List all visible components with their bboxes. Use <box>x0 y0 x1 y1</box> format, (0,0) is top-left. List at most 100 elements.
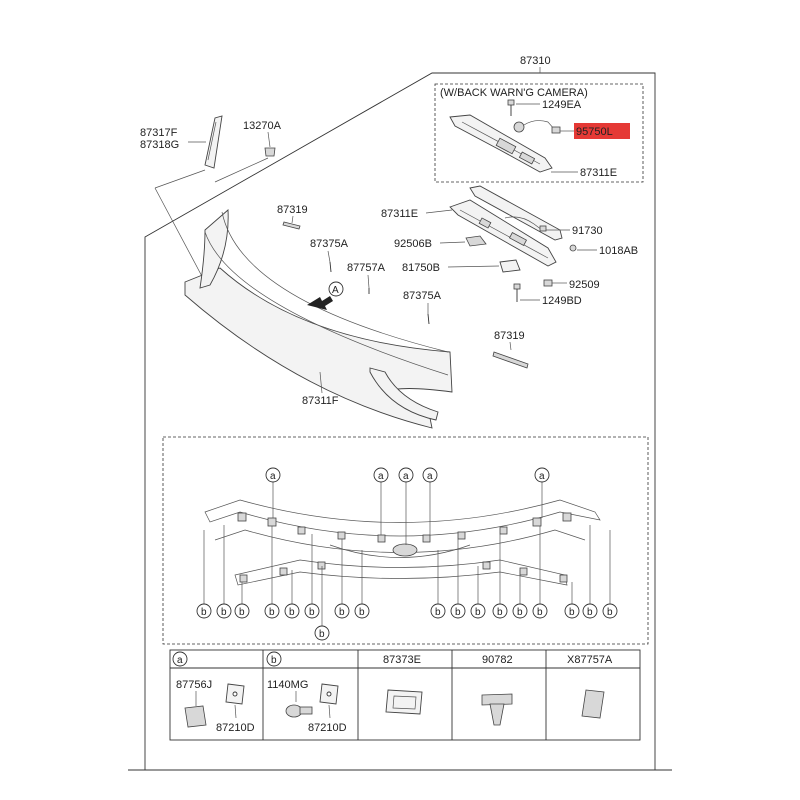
label-91730: 91730 <box>572 225 603 237</box>
legend-table <box>169 649 641 741</box>
clip-b-circle-6 <box>304 603 320 619</box>
clip-b-circle-1 <box>196 603 212 619</box>
clip-b-letter-6: b <box>309 607 315 618</box>
header-b-circle <box>266 651 282 667</box>
clip-b-letter-9: b <box>359 607 365 618</box>
label-87319-upper: 87319 <box>277 204 308 216</box>
view-a-marker <box>328 281 344 297</box>
label-1018ab: 1018AB <box>599 245 638 257</box>
clip-a-letter-1: a <box>270 471 276 482</box>
tailgate-garnish-87311f <box>184 209 453 429</box>
cell-b-part-1: 1140MG <box>267 679 308 691</box>
leader-87375a-upper <box>327 250 331 263</box>
bolt-1249ea <box>507 99 515 116</box>
clip-87375a-upper <box>329 261 332 273</box>
clip-b-circle-8 <box>334 603 350 619</box>
cell-a-part-2: 87210D <box>216 722 255 734</box>
label-87318g: 87318G <box>140 139 179 151</box>
label-87317f: 87317F <box>140 127 178 139</box>
lamp-92506b <box>465 235 487 247</box>
clip-b-circle-5 <box>284 603 300 619</box>
harness-91730 <box>504 216 547 232</box>
header-87373e: 87373E <box>383 654 421 666</box>
clip-b-circle-17 <box>582 603 598 619</box>
label-87311e-b: 87311E <box>381 208 418 220</box>
clip-b-letter-7: b <box>319 629 325 640</box>
cell-b-part-2: 87210D <box>308 722 347 734</box>
header-x87757a: X87757A <box>567 654 613 666</box>
clip-b-letter-12: b <box>475 607 481 618</box>
clip-b-letter-2: b <box>221 607 227 618</box>
label-13270a: 13270A <box>243 120 282 132</box>
label-92509: 92509 <box>569 279 600 291</box>
clip-b-letter-18: b <box>607 607 613 618</box>
header-a-circle <box>172 651 188 667</box>
leader-molding-down2 <box>154 187 206 283</box>
clip-90782-illustration <box>481 693 513 726</box>
switch-81750b <box>499 259 521 273</box>
label-87757a: 87757A <box>347 262 386 274</box>
leader-81750b <box>447 265 500 268</box>
clip-b-letter-16: b <box>569 607 575 618</box>
clip-b-circle-12 <box>470 603 486 619</box>
label-87311e-a: 87311E <box>580 167 617 179</box>
camera-garnish-part <box>449 114 553 173</box>
clip-b-letter-5: b <box>289 607 295 618</box>
view-a-garnish <box>204 499 601 586</box>
clip-b-circle-15 <box>532 603 548 619</box>
camera-unit-95750l <box>513 120 561 134</box>
label-87375a-upper: 87375A <box>310 238 349 250</box>
header-a: a <box>177 655 183 666</box>
leader-92506b <box>439 241 466 244</box>
clip-a-circle-1 <box>265 467 281 483</box>
clip-b-letter-8: b <box>339 607 345 618</box>
clip-a-letter-3: a <box>403 471 409 482</box>
label-81750b: 81750B <box>402 262 440 274</box>
view-a-box <box>162 436 649 645</box>
clip-a-letter-4: a <box>427 471 433 482</box>
molding-87317f <box>204 115 223 169</box>
clip-b-circle-3 <box>234 603 250 619</box>
leader-molding-down <box>154 169 206 189</box>
clip-a-circle-4 <box>422 467 438 483</box>
leader-87757a <box>367 274 370 289</box>
clip-b-letter-17: b <box>587 607 593 618</box>
view-a-letter: A <box>332 285 339 296</box>
clip-b-letter-10: b <box>435 607 441 618</box>
pad-x87757a-illustration <box>581 689 605 719</box>
clip-b-circle-2 <box>216 603 232 619</box>
main-frame <box>144 72 656 771</box>
view-a-arrow <box>307 296 333 310</box>
leader-87311f <box>319 371 323 394</box>
tape-87319-lower <box>492 351 529 369</box>
clip-13270a <box>264 147 276 157</box>
clip-b-letter-4: b <box>269 607 275 618</box>
assembly-number: 87310 <box>520 55 551 67</box>
leader-87319-lower <box>509 341 512 351</box>
clip-b-letter-11: b <box>455 607 461 618</box>
clip-b-illustration <box>285 683 339 719</box>
clip-b-letter-3: b <box>239 607 245 618</box>
cell-a-part-1: 87756J <box>176 679 212 691</box>
clip-b-circle-16 <box>564 603 580 619</box>
clip-a-markers: a a a a a <box>265 467 550 545</box>
clip-b-circle-14 <box>512 603 528 619</box>
clip-a-letter-5: a <box>539 471 545 482</box>
nut-1018ab <box>569 244 577 252</box>
clip-b-circle-10 <box>430 603 446 619</box>
label-1249bd: 1249BD <box>542 295 582 307</box>
clip-b-circle-7 <box>314 625 330 641</box>
garnish-assembly-87311e <box>449 185 563 267</box>
clip-a-circle-5 <box>534 467 550 483</box>
bolt-1249bd <box>513 283 521 302</box>
camera-box <box>434 83 644 183</box>
clip-a-circle-2 <box>373 467 389 483</box>
clip-b-markers: b b b b b b b b b b b b b b b b b b <box>196 525 618 641</box>
label-87375a-lower: 87375A <box>403 290 442 302</box>
label-87319-lower: 87319 <box>494 330 525 342</box>
clip-b-letter-13: b <box>497 607 503 618</box>
header-b: b <box>271 655 277 666</box>
highlight-95750l <box>574 123 630 139</box>
clip-a-circle-3 <box>398 467 414 483</box>
clip-a-letter-2: a <box>378 471 384 482</box>
